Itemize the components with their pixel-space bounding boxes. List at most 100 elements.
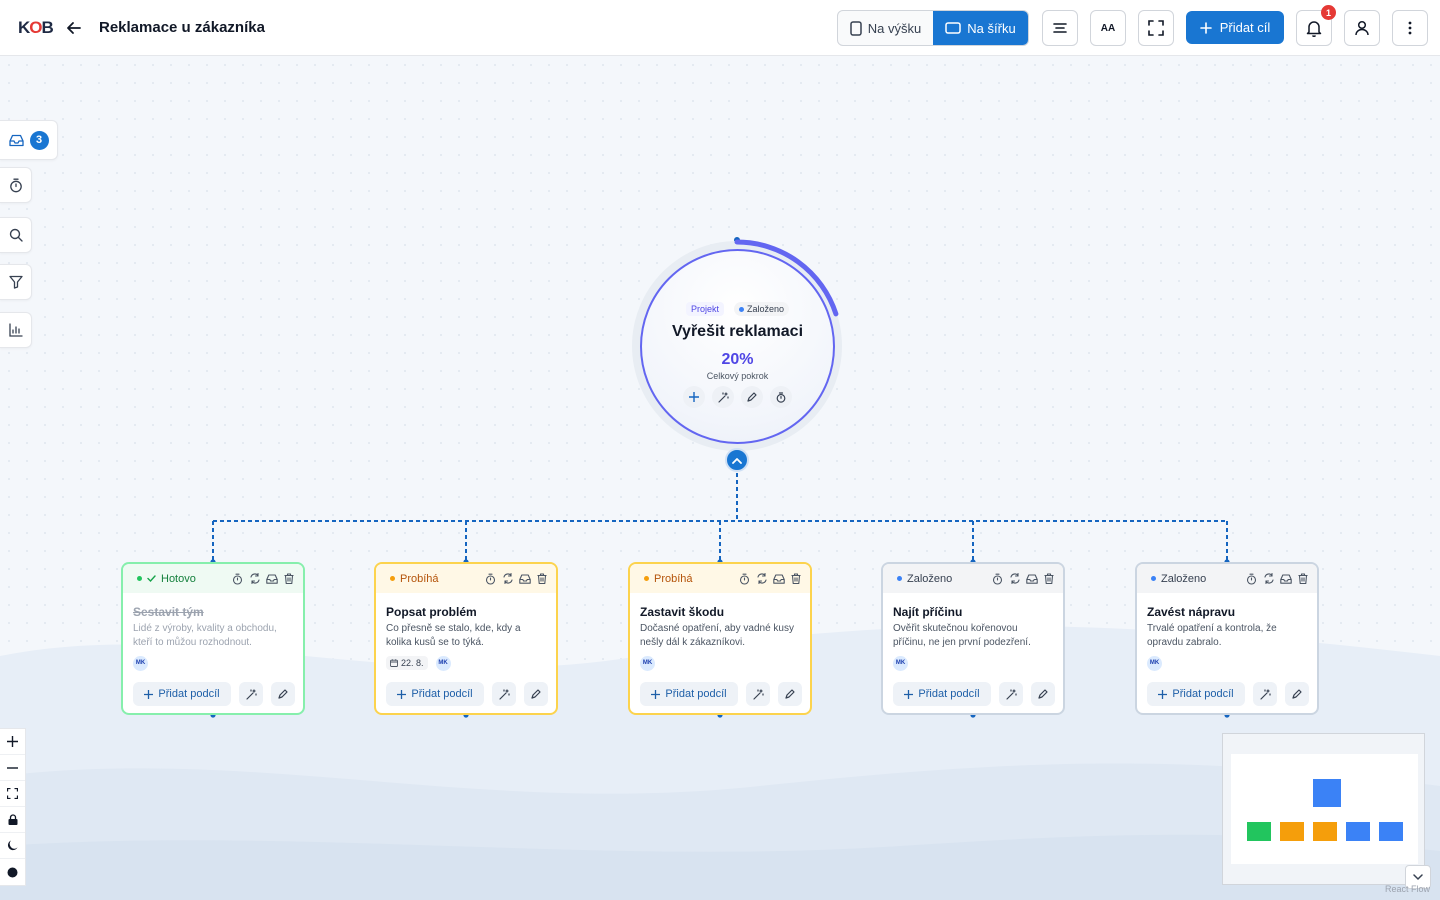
card-description: Dočasné opatření, aby vadné kusy nešly d… <box>640 623 794 648</box>
root-node[interactable]: Projekt Založeno Vyřešit reklamaci 20% C… <box>640 249 835 444</box>
stopwatch-icon[interactable] <box>231 572 244 585</box>
repeat-icon[interactable] <box>501 572 514 585</box>
search-button[interactable] <box>0 217 32 253</box>
root-status-badge: Založeno <box>733 302 790 316</box>
inbox-icon[interactable] <box>518 572 531 585</box>
app-header: KOB Reklamace u zákazníka Na výšku Na ší… <box>0 0 1440 56</box>
edit-button[interactable] <box>1031 682 1055 706</box>
plus-icon <box>651 689 661 699</box>
inbox-icon[interactable] <box>1279 572 1292 585</box>
goal-card[interactable]: Založeno Najít příčinu Ověřit skutečnou … <box>881 562 1065 715</box>
avatar[interactable]: MK <box>640 655 655 671</box>
app-logo[interactable]: KOB <box>18 18 54 37</box>
inbox-button[interactable]: 3 <box>0 120 58 160</box>
pencil-icon <box>531 689 541 699</box>
card-status: Probíhá <box>390 573 439 585</box>
stopwatch-icon <box>776 391 786 403</box>
stopwatch-icon[interactable] <box>484 572 497 585</box>
minimap-node <box>1379 822 1403 841</box>
trash-icon[interactable] <box>1042 572 1055 585</box>
stopwatch-icon[interactable] <box>738 572 751 585</box>
minimap-toggle-button[interactable] <box>1405 865 1431 889</box>
stats-button[interactable] <box>0 312 32 348</box>
lock-button[interactable] <box>0 807 25 833</box>
magic-button[interactable] <box>239 682 263 706</box>
avatar[interactable]: MK <box>435 655 451 671</box>
add-subgoal-button[interactable]: Přidat podcíl <box>893 682 991 706</box>
minimap[interactable] <box>1222 733 1425 885</box>
more-menu-button[interactable] <box>1392 10 1428 46</box>
goal-card[interactable]: Probíhá Popsat problém Co přesně se stal… <box>374 562 558 715</box>
palette-icon <box>7 867 18 878</box>
edit-button[interactable] <box>778 682 802 706</box>
magic-button[interactable] <box>1253 682 1277 706</box>
orientation-landscape-button[interactable]: Na šířku <box>933 11 1028 45</box>
timer-button[interactable] <box>0 167 32 203</box>
trash-icon[interactable] <box>535 572 548 585</box>
inbox-icon[interactable] <box>265 572 278 585</box>
goal-card[interactable]: Hotovo Sestavit tým Lidé z výroby, kvali… <box>121 562 305 715</box>
card-description: Lidé z výroby, kvality a obchodu, kteří … <box>133 623 277 648</box>
filter-icon <box>8 275 23 289</box>
collapse-children-button[interactable] <box>725 448 749 472</box>
card-title: Sestavit tým <box>133 605 204 619</box>
goal-card[interactable]: Založeno Zavést nápravu Trvalé opatření … <box>1135 562 1319 715</box>
chevron-up-icon <box>732 457 742 464</box>
inbox-icon[interactable] <box>772 572 785 585</box>
add-subgoal-button[interactable]: Přidat podcíl <box>640 682 738 706</box>
inbox-icon[interactable] <box>1025 572 1038 585</box>
avatar[interactable]: MK <box>133 655 148 671</box>
dark-mode-button[interactable] <box>0 833 25 859</box>
stopwatch-icon[interactable] <box>1245 572 1258 585</box>
goal-card[interactable]: Probíhá Zastavit škodu Dočasné opatření,… <box>628 562 812 715</box>
orientation-landscape-label: Na šířku <box>967 20 1016 36</box>
trash-icon[interactable] <box>1296 572 1309 585</box>
magic-button[interactable] <box>999 682 1023 706</box>
repeat-icon[interactable] <box>755 572 768 585</box>
trash-icon[interactable] <box>282 572 295 585</box>
back-arrow-icon[interactable] <box>64 18 84 38</box>
card-header: Hotovo <box>123 564 303 593</box>
font-size-button[interactable]: AA <box>1090 10 1126 46</box>
fit-view-button[interactable] <box>0 781 25 807</box>
repeat-icon[interactable] <box>248 572 261 585</box>
check-icon <box>147 575 156 582</box>
edit-button[interactable] <box>271 682 295 706</box>
repeat-icon[interactable] <box>1008 572 1021 585</box>
edit-button[interactable] <box>1285 682 1309 706</box>
filter-button[interactable] <box>0 264 32 300</box>
add-subgoal-button[interactable]: Přidat podcíl <box>1147 682 1245 706</box>
react-flow-attribution[interactable]: React Flow <box>1385 884 1431 894</box>
add-goal-button[interactable]: Přidat cíl <box>1186 11 1284 44</box>
zoom-in-button[interactable] <box>0 729 25 755</box>
stopwatch-icon <box>9 178 23 193</box>
orientation-portrait-button[interactable]: Na výšku <box>838 11 933 45</box>
card-description: Ověřit skutečnou kořenovou příčinu, ne j… <box>893 623 1031 648</box>
plus-icon <box>7 736 18 747</box>
profile-button[interactable] <box>1344 10 1380 46</box>
avatar[interactable]: MK <box>1147 655 1162 671</box>
align-button[interactable] <box>1042 10 1078 46</box>
magic-button[interactable] <box>746 682 770 706</box>
repeat-icon[interactable] <box>1262 572 1275 585</box>
card-status: Založeno <box>1151 573 1206 585</box>
root-timer-button[interactable] <box>770 386 792 408</box>
add-subgoal-button[interactable]: Přidat podcíl <box>386 682 484 706</box>
trash-icon[interactable] <box>789 572 802 585</box>
root-add-button[interactable] <box>683 386 705 408</box>
root-edit-button[interactable] <box>741 386 763 408</box>
edit-button[interactable] <box>524 682 548 706</box>
root-magic-button[interactable] <box>712 386 734 408</box>
fullscreen-button[interactable] <box>1138 10 1174 46</box>
fullscreen-icon <box>1148 20 1164 36</box>
flow-canvas[interactable]: 3 Projekt Založeno Vyřešit reklamaci 20%… <box>0 56 1440 900</box>
add-subgoal-button[interactable]: Přidat podcíl <box>133 682 231 706</box>
palette-button[interactable] <box>0 859 25 885</box>
magic-button[interactable] <box>492 682 516 706</box>
pencil-icon <box>278 689 288 699</box>
stopwatch-icon[interactable] <box>991 572 1004 585</box>
avatar[interactable]: MK <box>893 655 908 671</box>
flow-controls <box>0 728 26 886</box>
add-subgoal-label: Přidat podcíl <box>918 688 980 700</box>
zoom-out-button[interactable] <box>0 755 25 781</box>
